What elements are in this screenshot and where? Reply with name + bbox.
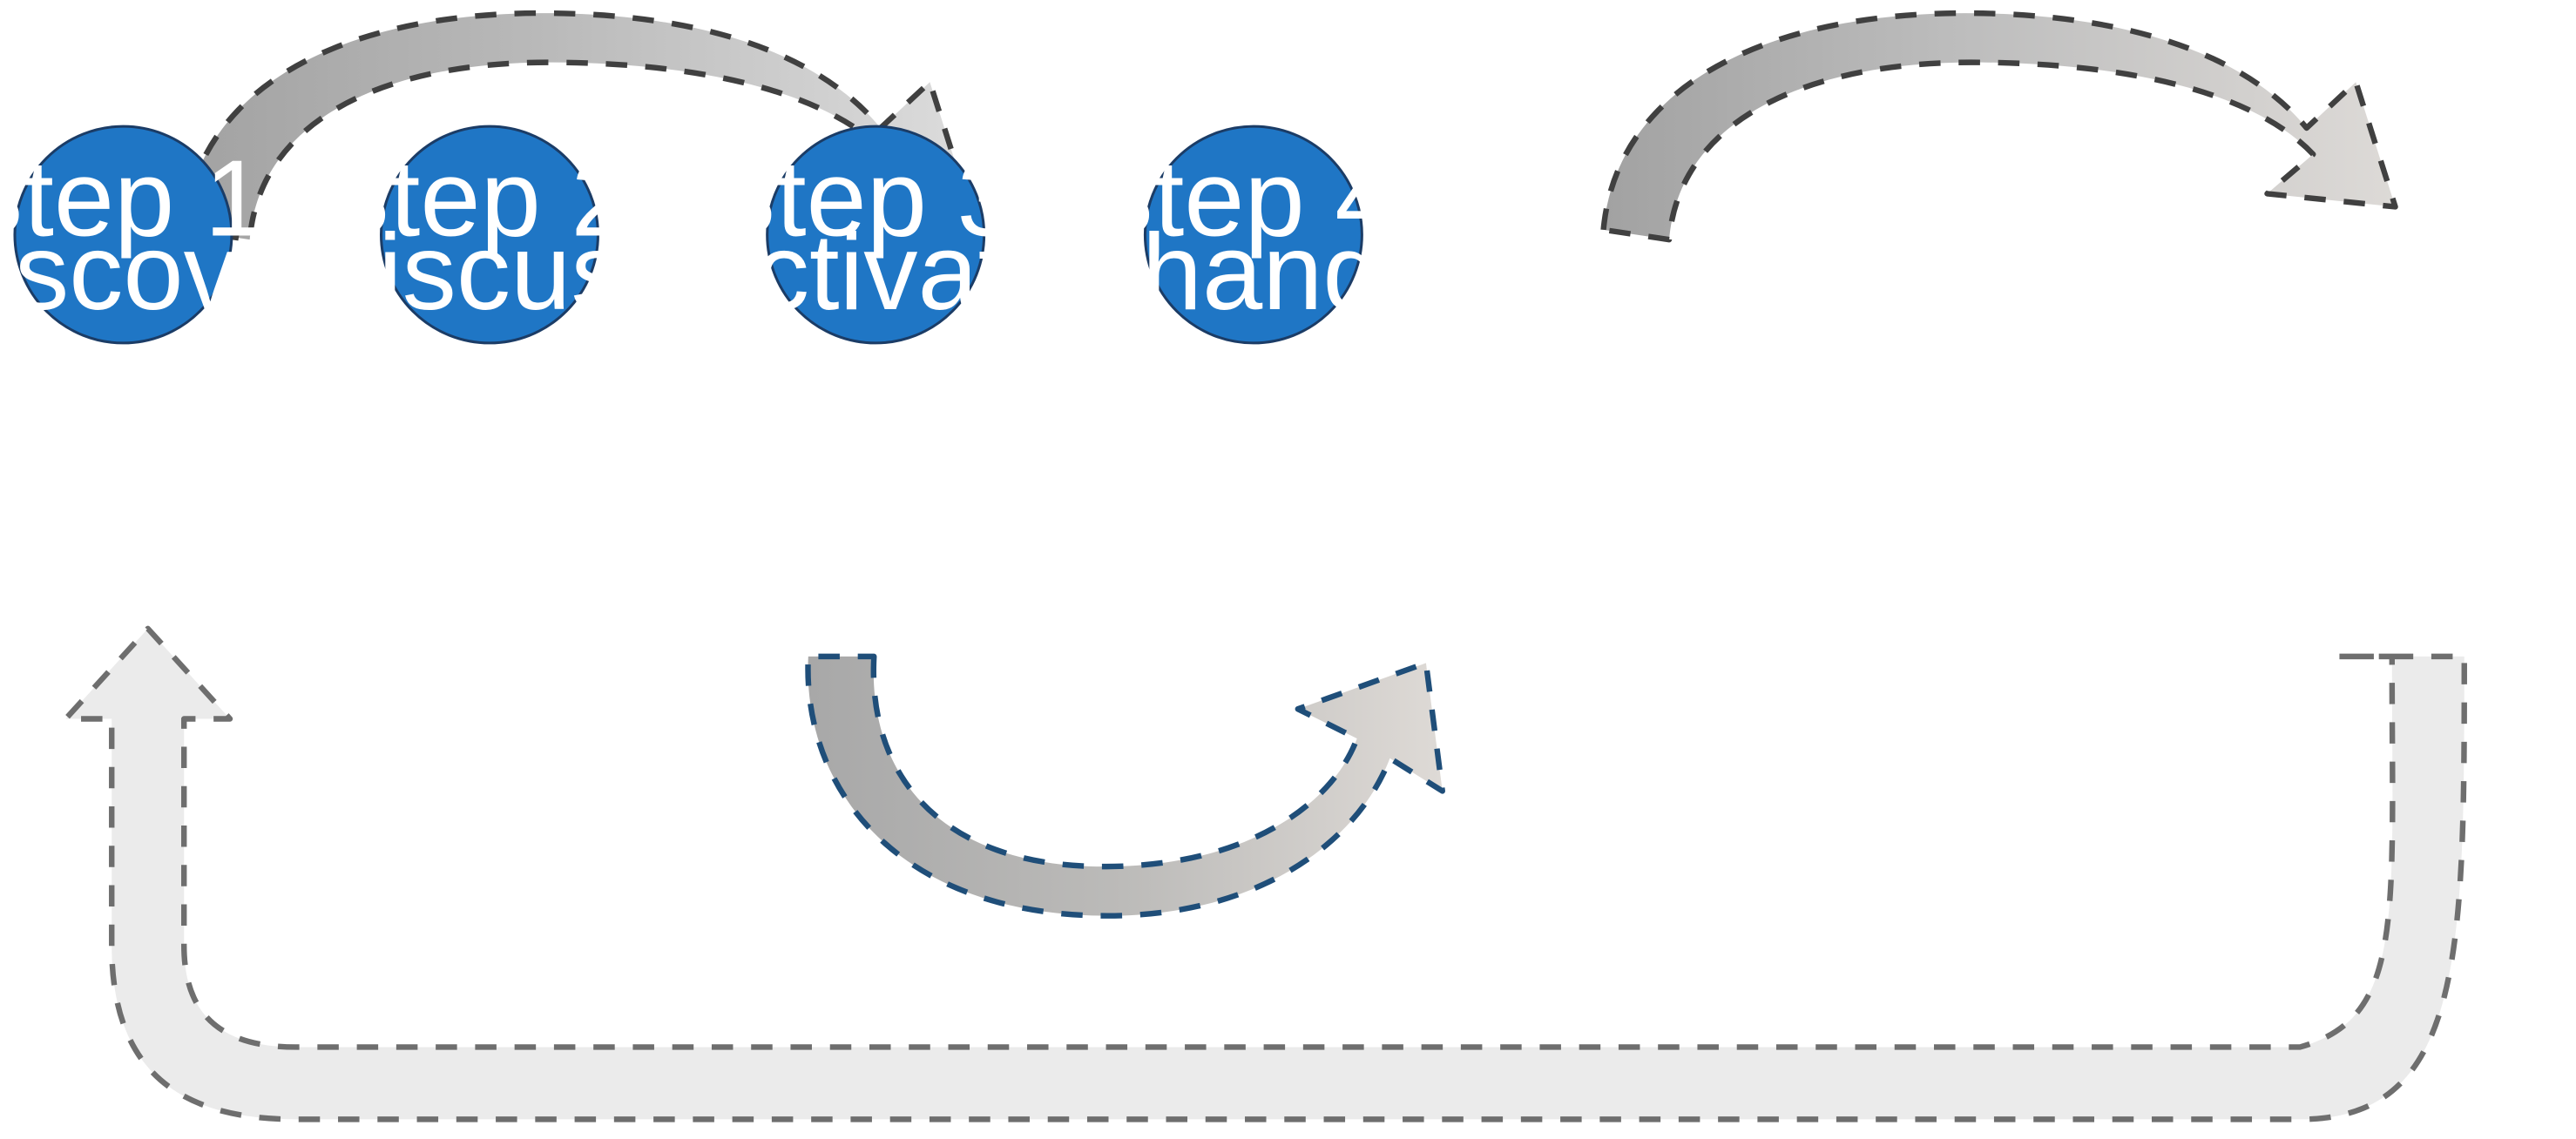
node-circle-step2[interactable] <box>380 125 599 345</box>
node-step1-line1: Step 1. <box>0 138 295 259</box>
node-step4-line1: Step 4. <box>1082 138 1425 259</box>
node-step4[interactable]: Step 4. Change <box>1064 125 1444 345</box>
node-step4-line2: Change <box>1064 212 1444 333</box>
node-step3-line2: Activate <box>683 212 1069 333</box>
arrow-step3-to-step4 <box>1600 10 2398 243</box>
node-step1-line2: Discover <box>0 212 334 333</box>
node-step3[interactable]: Step 3. Activate <box>683 125 1069 345</box>
node-step3-line1: Step 3. <box>704 138 1047 259</box>
node-circle-step3[interactable] <box>766 125 986 345</box>
node-circle-step4[interactable] <box>1143 125 1363 345</box>
arrow-step4-to-step1 <box>63 625 2467 1122</box>
node-step2-line2: Discuss <box>300 212 679 333</box>
node-step2[interactable]: Step 2. Discuss <box>300 125 679 345</box>
node-circle-step1[interactable] <box>13 125 233 345</box>
node-step1[interactable]: Step 1. Discover <box>0 125 334 345</box>
arrow-step1-to-step2 <box>181 10 972 243</box>
arrow-step2-to-step3 <box>805 653 1445 919</box>
node-step2-line1: Step 2. <box>318 138 661 259</box>
